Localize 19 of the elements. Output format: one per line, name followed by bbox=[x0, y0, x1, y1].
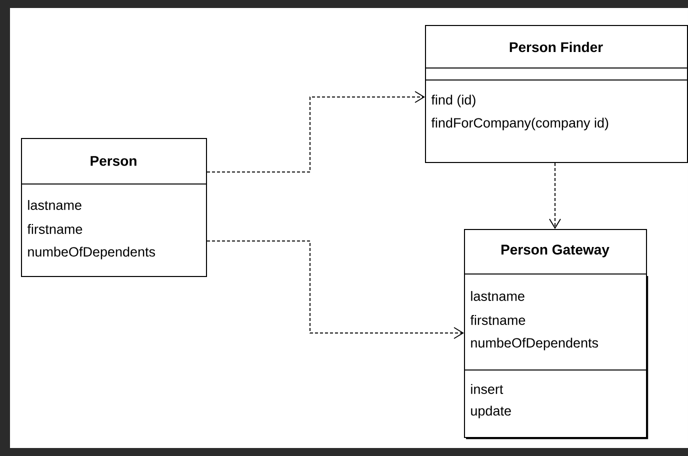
class-member: update bbox=[471, 406, 511, 418]
dependency-arrow bbox=[206, 91, 425, 172]
class-member: firstname bbox=[470, 315, 526, 325]
class-member: lastname bbox=[471, 291, 524, 301]
class-member: numbeOfDependents bbox=[471, 338, 598, 350]
class-member: numbeOfDependents bbox=[28, 246, 156, 260]
class-name: Person Gateway bbox=[501, 244, 610, 258]
class-member: insert bbox=[471, 384, 504, 394]
class-name: Person bbox=[90, 156, 136, 166]
dependency-arrow bbox=[206, 240, 464, 339]
class-member: find (id) bbox=[431, 94, 476, 108]
class-box bbox=[424, 25, 688, 163]
class-member: firstname bbox=[27, 224, 82, 234]
class-box bbox=[464, 229, 648, 440]
class-box bbox=[20, 138, 207, 277]
class-member: lastname bbox=[28, 200, 82, 210]
dependency-arrow bbox=[549, 162, 561, 229]
class-member: findForCompany(company id) bbox=[431, 118, 608, 130]
class-name: Person Finder bbox=[510, 42, 603, 52]
